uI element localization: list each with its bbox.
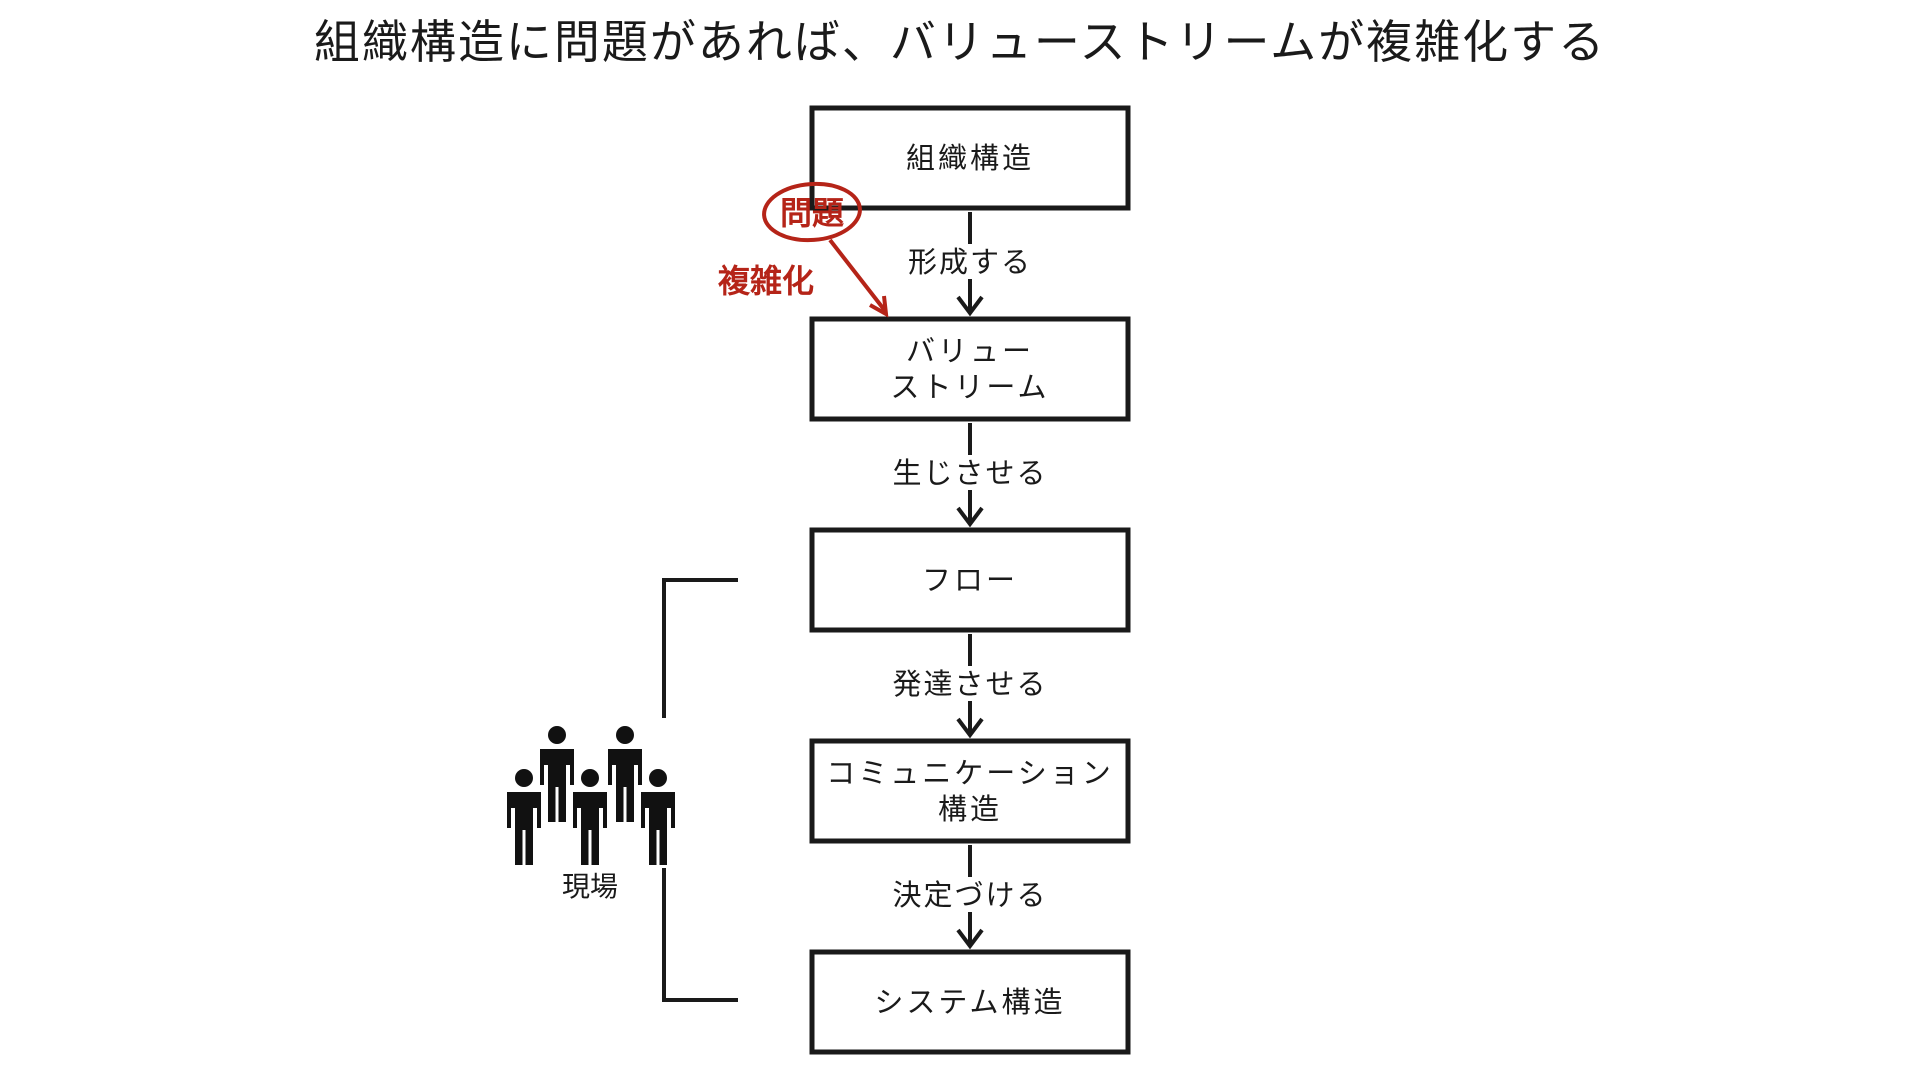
field-bracket xyxy=(662,578,738,1002)
box-vs-label-1: ストリーム xyxy=(890,370,1049,404)
box-org: 組織構造 xyxy=(809,105,1131,211)
box-org-frame xyxy=(809,105,1131,211)
box-vs-label-0: バリュー xyxy=(906,334,1034,368)
edge-3: 決定づける xyxy=(892,845,1047,950)
edge-2: 発達させる xyxy=(892,634,1047,739)
edge-1: 生じさせる xyxy=(892,423,1047,528)
box-comm-label-1: 構造 xyxy=(938,792,1002,826)
problem-annotation: 問題 複雑化 xyxy=(718,181,889,318)
person-icon xyxy=(608,726,642,822)
person-icon xyxy=(507,769,541,865)
box-flow-frame xyxy=(809,527,1131,633)
edge-0-arrowhead xyxy=(956,295,984,317)
complexity-label: 複雑化 xyxy=(718,262,814,300)
person-icon xyxy=(641,769,675,865)
box-comm-label-0: コミュニケーション xyxy=(826,756,1113,790)
edge-2-arrowhead xyxy=(956,717,984,739)
box-flow-label-0: フロー xyxy=(922,563,1018,597)
person-icon xyxy=(540,726,574,822)
edge-1-label: 生じさせる xyxy=(892,456,1047,490)
box-sys-label-0: システム構造 xyxy=(874,985,1065,1019)
box-vs: バリューストリーム xyxy=(809,316,1131,422)
box-comm-frame xyxy=(809,738,1131,844)
edge-3-arrowhead xyxy=(956,928,984,950)
problem-arrowhead xyxy=(869,295,889,318)
problem-label: 問題 xyxy=(780,194,844,232)
people-group-icon xyxy=(507,726,675,865)
edge-1-arrowhead xyxy=(956,506,984,528)
diagram-title: 組織構造に問題があれば、バリューストリームが複雑化する xyxy=(313,15,1607,69)
edge-2-label: 発達させる xyxy=(892,667,1047,701)
field-label: 現場 xyxy=(562,870,618,903)
edge-0-label: 形成する xyxy=(908,245,1032,279)
person-icon xyxy=(573,769,607,865)
problem-circle xyxy=(762,181,862,243)
box-flow: フロー xyxy=(809,527,1131,633)
box-org-label-0: 組織構造 xyxy=(906,141,1034,175)
box-sys: システム構造 xyxy=(809,949,1131,1055)
box-sys-frame xyxy=(809,949,1131,1055)
problem-arrow xyxy=(828,238,888,314)
edge-0: 形成する xyxy=(908,212,1032,317)
box-vs-frame xyxy=(809,316,1131,422)
edge-3-label: 決定づける xyxy=(892,878,1047,912)
